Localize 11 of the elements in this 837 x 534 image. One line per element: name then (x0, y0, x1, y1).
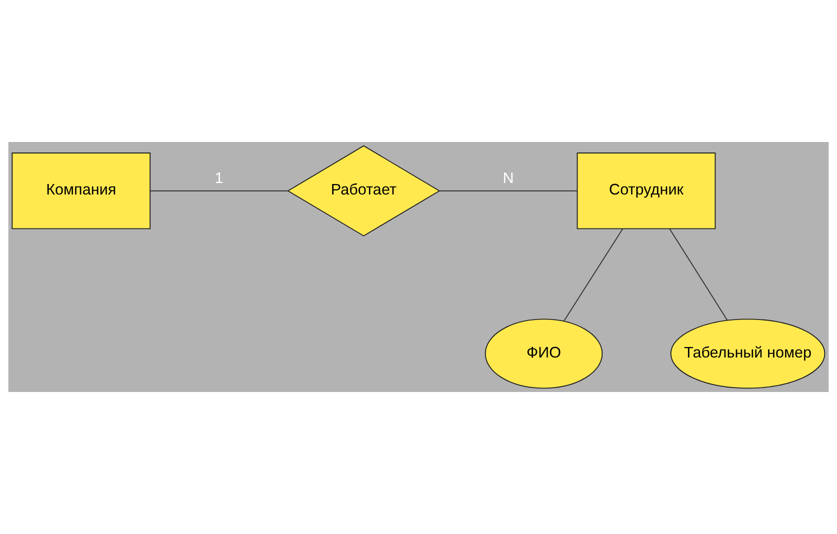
node-box: Компания (12, 152, 151, 230)
node-ellipse: ФИО (484, 318, 603, 389)
connector (669, 228, 728, 321)
connector (150, 190, 288, 192)
connector (563, 228, 624, 322)
connector (438, 190, 578, 192)
node-diamond: Работает (287, 145, 440, 236)
edge-label: N (502, 170, 514, 187)
edge-label: 1 (214, 170, 224, 187)
node-box: Сотрудник (576, 152, 716, 230)
node-ellipse: Табельный номер (670, 318, 826, 389)
